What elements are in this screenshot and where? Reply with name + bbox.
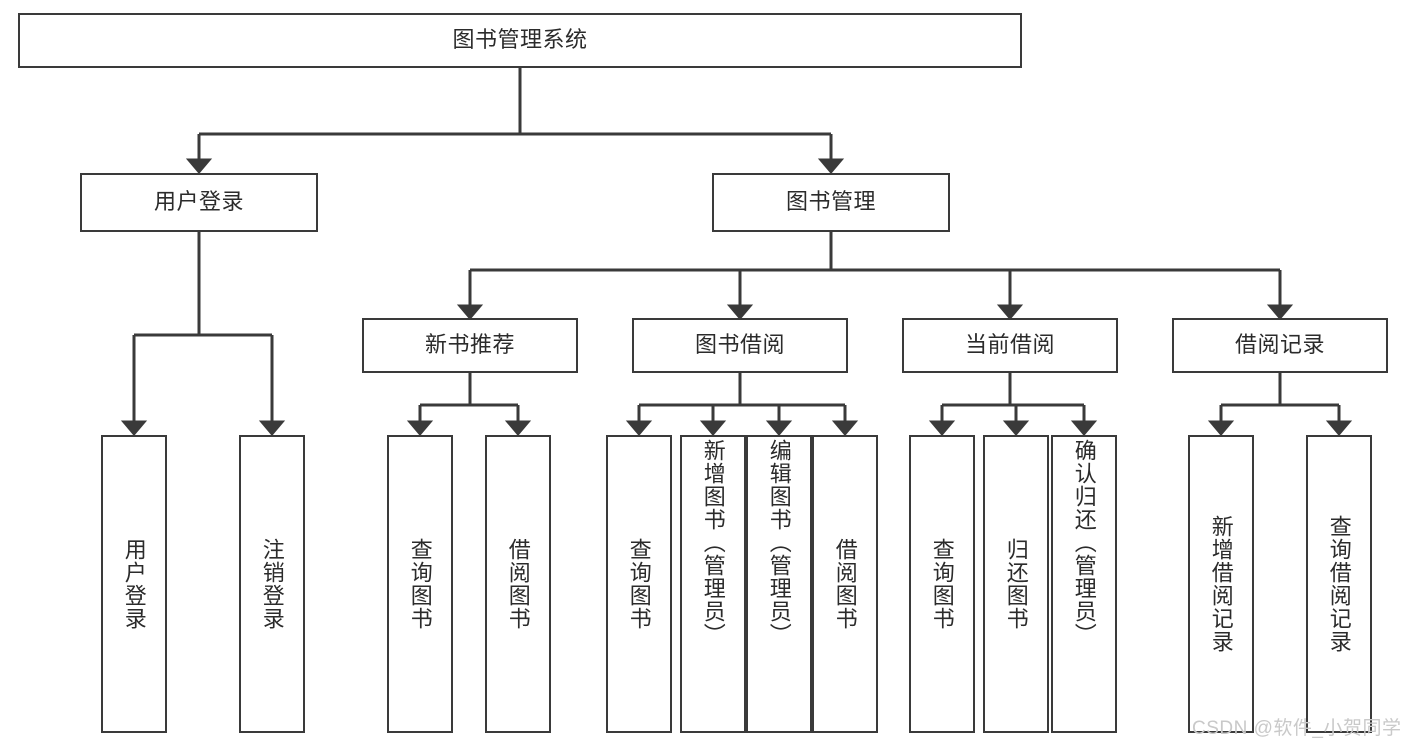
node-label: 新增借阅记录: [1208, 515, 1234, 653]
node-label: 注销登录: [259, 538, 285, 630]
leaf-confirm-return-admin[interactable]: 确认归还（管理员）: [1051, 435, 1117, 733]
node-label: 查询图书: [626, 538, 652, 630]
node-label: 图书管理系统: [452, 27, 588, 53]
node-label: 借阅图书: [832, 538, 858, 630]
node-label: 查询借阅记录: [1326, 515, 1352, 653]
node-label: 借阅图书: [505, 538, 531, 630]
node-book-borrow[interactable]: 图书借阅: [632, 318, 848, 373]
leaf-add-book-admin[interactable]: 新增图书（管理员）: [680, 435, 746, 733]
leaf-query-borrow-record[interactable]: 查询借阅记录: [1306, 435, 1372, 733]
node-label: 查询图书: [929, 538, 955, 630]
node-label: 新书推荐: [424, 332, 515, 358]
node-label: 新增图书（管理员）: [700, 439, 726, 646]
node-label: 归还图书: [1003, 538, 1029, 630]
node-label: 用户登录: [153, 189, 244, 215]
leaf-query-book-borrow[interactable]: 查询图书: [606, 435, 672, 733]
leaf-user-logout[interactable]: 注销登录: [239, 435, 305, 733]
node-label: 图书管理: [785, 189, 876, 215]
node-new-book-recommend[interactable]: 新书推荐: [362, 318, 578, 373]
node-label: 当前借阅: [964, 332, 1055, 358]
leaf-add-borrow-record[interactable]: 新增借阅记录: [1188, 435, 1254, 733]
node-label: 借阅记录: [1234, 332, 1325, 358]
leaf-borrow-book-borrow[interactable]: 借阅图书: [812, 435, 878, 733]
node-label: 确认归还（管理员）: [1071, 439, 1097, 646]
csdn-watermark: CSDN @软件_小贺同学: [1192, 718, 1402, 739]
node-label: 图书借阅: [694, 332, 785, 358]
leaf-user-login[interactable]: 用户登录: [101, 435, 167, 733]
node-borrow-record[interactable]: 借阅记录: [1172, 318, 1388, 373]
node-label: 查询图书: [407, 538, 433, 630]
node-root[interactable]: 图书管理系统: [18, 13, 1022, 68]
leaf-borrow-book-recommend[interactable]: 借阅图书: [485, 435, 551, 733]
node-label: 编辑图书（管理员）: [766, 439, 792, 646]
node-book-manage[interactable]: 图书管理: [712, 173, 950, 232]
node-user-login[interactable]: 用户登录: [80, 173, 318, 232]
node-label: 用户登录: [121, 538, 147, 630]
leaf-query-book-current[interactable]: 查询图书: [909, 435, 975, 733]
leaf-query-book-recommend[interactable]: 查询图书: [387, 435, 453, 733]
leaf-return-book[interactable]: 归还图书: [983, 435, 1049, 733]
leaf-edit-book-admin[interactable]: 编辑图书（管理员）: [746, 435, 812, 733]
node-current-borrow[interactable]: 当前借阅: [902, 318, 1118, 373]
